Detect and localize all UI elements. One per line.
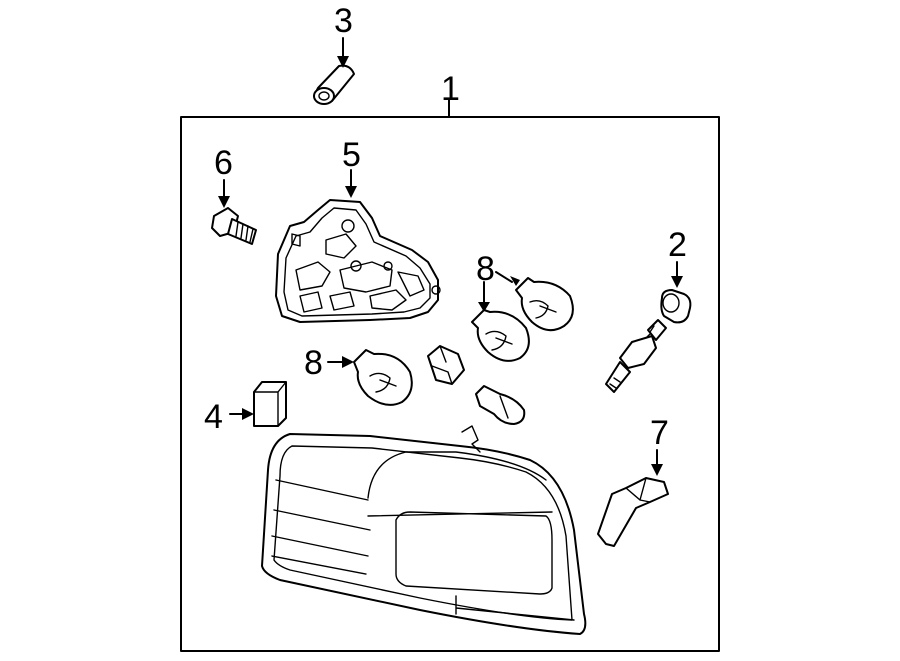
callout-6: 6: [214, 144, 233, 182]
socket-small: [427, 345, 465, 385]
callout-3: 3: [334, 2, 353, 40]
part-7-clip: [597, 477, 669, 547]
part-2-nut: [660, 289, 692, 324]
part-3-bushing: [313, 64, 355, 105]
callout-4: 4: [204, 398, 223, 436]
wedge-bulb: [475, 385, 526, 425]
part-6-screw: [211, 207, 257, 245]
part-8-bulb-upper-left: [471, 309, 530, 362]
callout-8-lower: 8: [304, 344, 323, 382]
leader-8a-1: [495, 271, 513, 283]
callout-1: 1: [441, 70, 460, 108]
callout-7: 7: [650, 414, 669, 452]
part-8-bulb-lower: [353, 349, 413, 406]
part-5-bulb-carrier: [275, 199, 441, 323]
tail-lamp-lens: [261, 425, 587, 635]
callout-2: 2: [668, 226, 687, 264]
part-2-stud: [605, 319, 667, 393]
callout-8-upper: 8: [476, 250, 495, 288]
callout-5: 5: [342, 136, 361, 174]
part-8-bulb-upper-right: [515, 277, 574, 332]
part-4-cap: [253, 381, 287, 427]
